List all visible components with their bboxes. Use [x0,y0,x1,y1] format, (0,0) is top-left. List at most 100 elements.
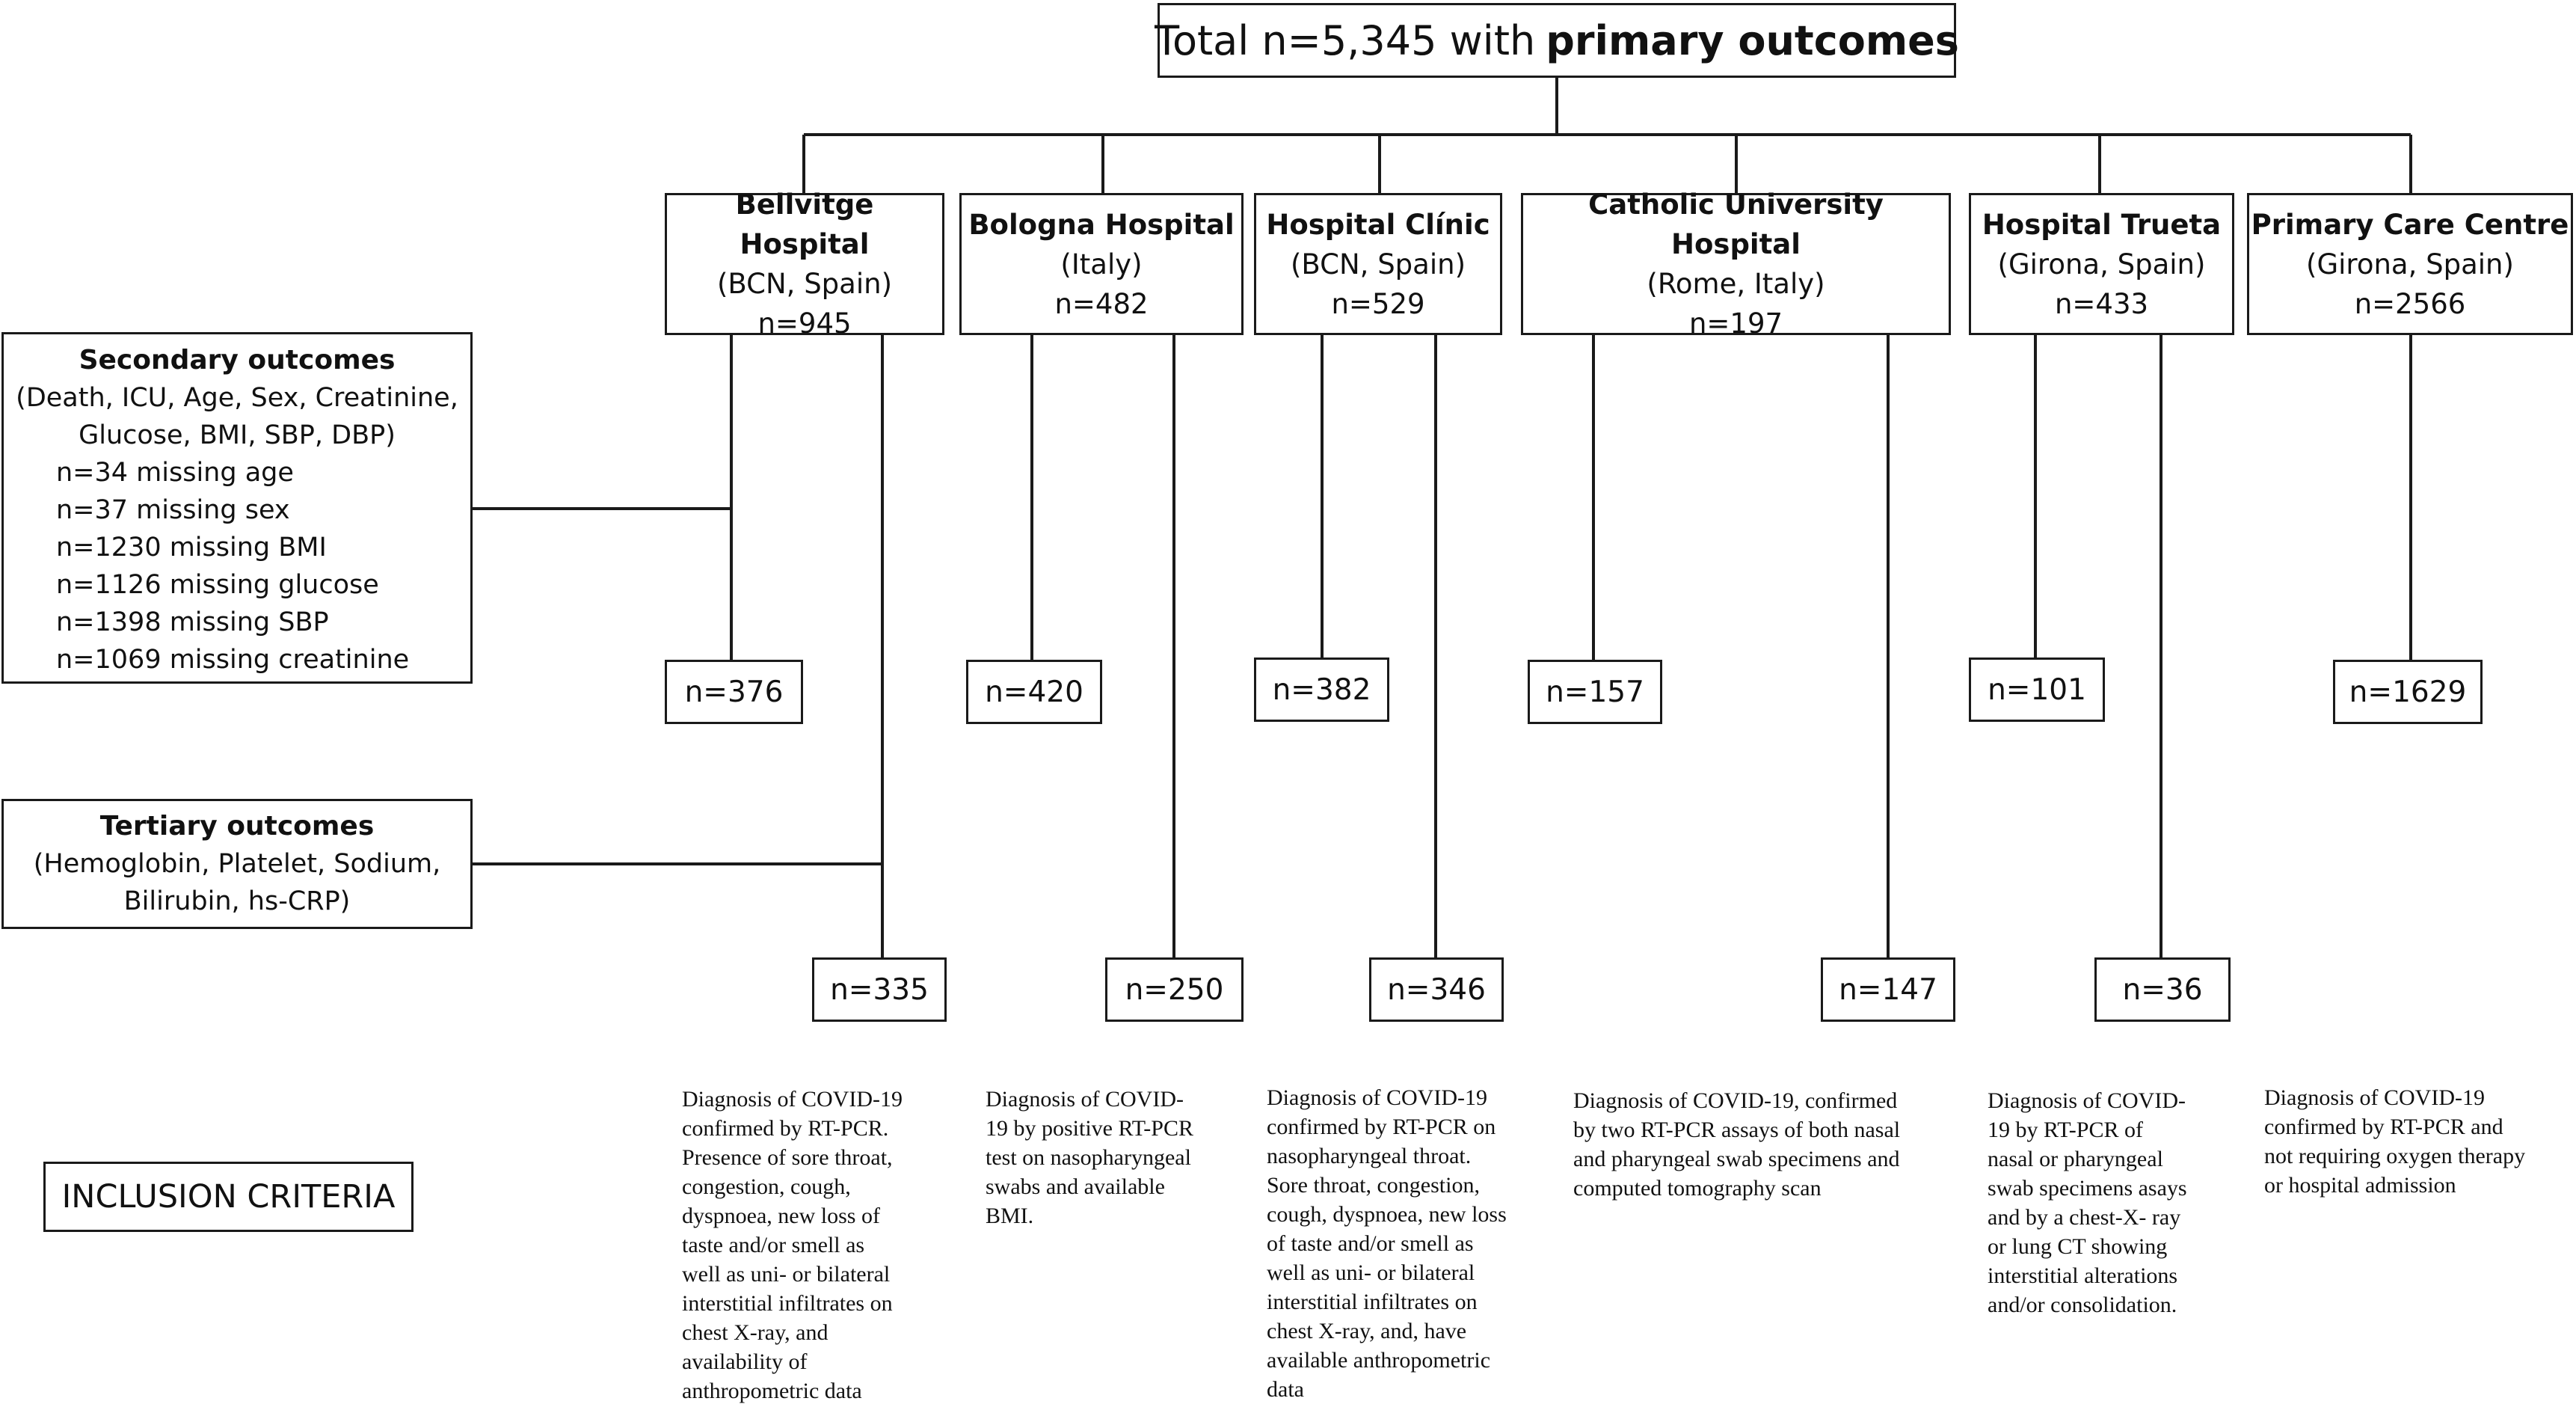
criteria-line: BMI. [986,1204,1034,1228]
hospital-name: Bologna Hospital [968,208,1235,241]
criteria-line: of taste and/or smell as [1267,1231,1474,1256]
criteria-line: by two RT-PCR assays of both nasal [1573,1118,1901,1142]
tertiary-count-bologna: n=250 [1105,957,1244,1022]
hospital-name: Bellvitge Hospital [735,188,874,260]
criteria-line: Sore throat, congestion, [1267,1173,1480,1198]
tertiary-outcomes-heading: Tertiary outcomes [99,811,375,842]
criteria-line: availability of [682,1349,808,1374]
criteria-line: chest X-ray, and, have [1267,1319,1467,1343]
hospital-name: Catholic University Hospital [1588,188,1884,260]
secondary-variables-line: Glucose, BMI, SBP, DBP) [79,420,396,450]
criteria-line: well as uni- or bilateral [1267,1260,1475,1285]
criteria-text-catholic: Diagnosis of COVID-19, confirmed by two R… [1573,1086,1900,1203]
criteria-line: swab specimens asays [1988,1176,2187,1201]
criteria-line: interstitial infiltrates on [1267,1290,1478,1314]
tertiary-variables-line: (Hemoglobin, Platelet, Sodium, [33,849,441,879]
hospital-count: n=945 [757,307,852,340]
criteria-line: and pharyngeal swab specimens and [1573,1147,1900,1171]
criteria-line: well as uni- or bilateral [682,1262,891,1287]
criteria-line: chest X-ray, and [682,1320,829,1345]
secondary-variables-line: (Death, ICU, Age, Sex, Creatinine, [16,383,458,413]
missing-item: n=1069 missing creatinine [56,645,410,675]
hospital-count: n=529 [1331,287,1425,320]
hospital-name: Primary Care Centre [2251,208,2569,241]
secondary-count-primary-care: n=1629 [2333,660,2483,724]
missing-item: n=1230 missing BMI [56,533,327,563]
criteria-line: or hospital admission [2264,1173,2456,1198]
secondary-count-catholic: n=157 [1528,660,1662,724]
secondary-count-bellvitge: n=376 [665,660,803,724]
total-primary-outcomes-box: Total n=5,345 with primary outcomes [1155,3,1959,78]
secondary-count-trueta: n=101 [1969,658,2105,722]
criteria-line: Diagnosis of COVID-19 [682,1087,903,1112]
hospital-box-clinic: Hospital Clínic (BCN, Spain) n=529 [1254,193,1502,335]
criteria-line: nasopharyngeal throat. [1267,1144,1472,1168]
criteria-line: interstitial infiltrates on [682,1291,893,1316]
hospital-location: (Girona, Spain) [1997,248,2206,281]
criteria-line: Diagnosis of COVID- [1988,1088,2186,1113]
secondary-count-clinic: n=382 [1254,658,1389,722]
criteria-line: not requiring oxygen therapy [2264,1144,2526,1168]
criteria-line: congestion, cough, [682,1174,851,1199]
criteria-line: data [1267,1377,1304,1402]
secondary-count-bologna: n=420 [966,660,1102,724]
criteria-text-bellvitge: Diagnosis of COVID-19 confirmed by RT-PCR… [682,1085,903,1406]
hospital-location: (BCN, Spain) [1290,248,1466,281]
hospital-name: Hospital Clínic [1266,208,1490,241]
hospital-location: (Italy) [1060,248,1143,281]
hospital-box-primary-care: Primary Care Centre (Girona, Spain) n=25… [2247,193,2573,335]
criteria-line: computed tomography scan [1573,1176,1822,1201]
total-label: Total n=5,345 with [1155,16,1536,64]
hospital-count: n=433 [2054,287,2149,320]
criteria-line: Diagnosis of COVID- [986,1087,1184,1112]
criteria-line: available anthropometric [1267,1348,1491,1373]
criteria-line: anthropometric data [682,1379,862,1403]
hospital-box-bellvitge: Bellvitge Hospital (BCN, Spain) n=945 [665,188,944,340]
hospital-location: (Rome, Italy) [1647,268,1825,300]
criteria-line: dyspnoea, new loss of [682,1204,880,1228]
hospital-location: (Girona, Spain) [2306,248,2514,281]
criteria-line: 19 by positive RT-PCR [986,1116,1193,1141]
hospital-count: n=482 [1054,287,1149,320]
criteria-line: 19 by RT-PCR of [1988,1118,2143,1142]
criteria-line: and by a chest-X- ray [1988,1205,2181,1230]
criteria-line: interstitial alterations [1988,1263,2178,1288]
criteria-line: cough, dyspnoea, new loss [1267,1202,1507,1227]
missing-item: n=1398 missing SBP [56,607,329,637]
criteria-line: Diagnosis of COVID-19, confirmed [1573,1088,1898,1113]
missing-item: n=1126 missing glucose [56,570,379,600]
hospital-location: (BCN, Spain) [716,268,892,300]
tertiary-count-bellvitge: n=335 [812,957,947,1022]
missing-item: n=37 missing sex [56,495,290,525]
missing-item: n=34 missing age [56,458,294,488]
criteria-line: confirmed by RT-PCR. [682,1116,889,1141]
hospital-box-trueta: Hospital Trueta (Girona, Spain) n=433 [1969,193,2234,335]
criteria-line: Diagnosis of COVID-19 [2264,1085,2485,1110]
criteria-line: confirmed by RT-PCR on [1267,1115,1496,1139]
criteria-text-clinic: Diagnosis of COVID-19 confirmed by RT-PCR… [1267,1083,1507,1404]
tertiary-count-catholic: n=147 [1821,957,1955,1022]
tertiary-outcomes-box: Tertiary outcomes (Hemoglobin, Platelet,… [1,799,473,929]
hospital-count: n=2566 [2354,287,2466,320]
inclusion-criteria-label: INCLUSION CRITERIA [43,1162,414,1232]
criteria-line: and/or consolidation. [1988,1293,2177,1317]
criteria-text-trueta: Diagnosis of COVID- 19 by RT-PCR of nasal … [1988,1086,2187,1319]
criteria-line: Presence of sore throat, [682,1145,893,1170]
secondary-outcomes-heading: Secondary outcomes [79,345,396,376]
hospital-name: Hospital Trueta [1982,208,2222,241]
hospital-box-catholic: Catholic University Hospital (Rome, Ital… [1521,188,1951,340]
hospital-box-bologna: Bologna Hospital (Italy) n=482 [959,193,1244,335]
criteria-text-bologna: Diagnosis of COVID- 19 by positive RT-PCR… [986,1085,1193,1230]
criteria-line: confirmed by RT-PCR and [2264,1115,2503,1139]
tertiary-count-clinic: n=346 [1369,957,1504,1022]
criteria-text-primary-care: Diagnosis of COVID-19 confirmed by RT-PCR… [2264,1083,2525,1200]
criteria-line: nasal or pharyngeal [1988,1147,2163,1171]
criteria-line: Diagnosis of COVID-19 [1267,1085,1487,1110]
tertiary-variables-line: Bilirubin, hs-CRP) [123,886,351,916]
tertiary-count-trueta: n=36 [2094,957,2231,1022]
hospital-count: n=197 [1688,307,1783,340]
criteria-line: test on nasopharyngeal [986,1145,1191,1170]
criteria-line: or lung CT showing [1988,1234,2168,1259]
